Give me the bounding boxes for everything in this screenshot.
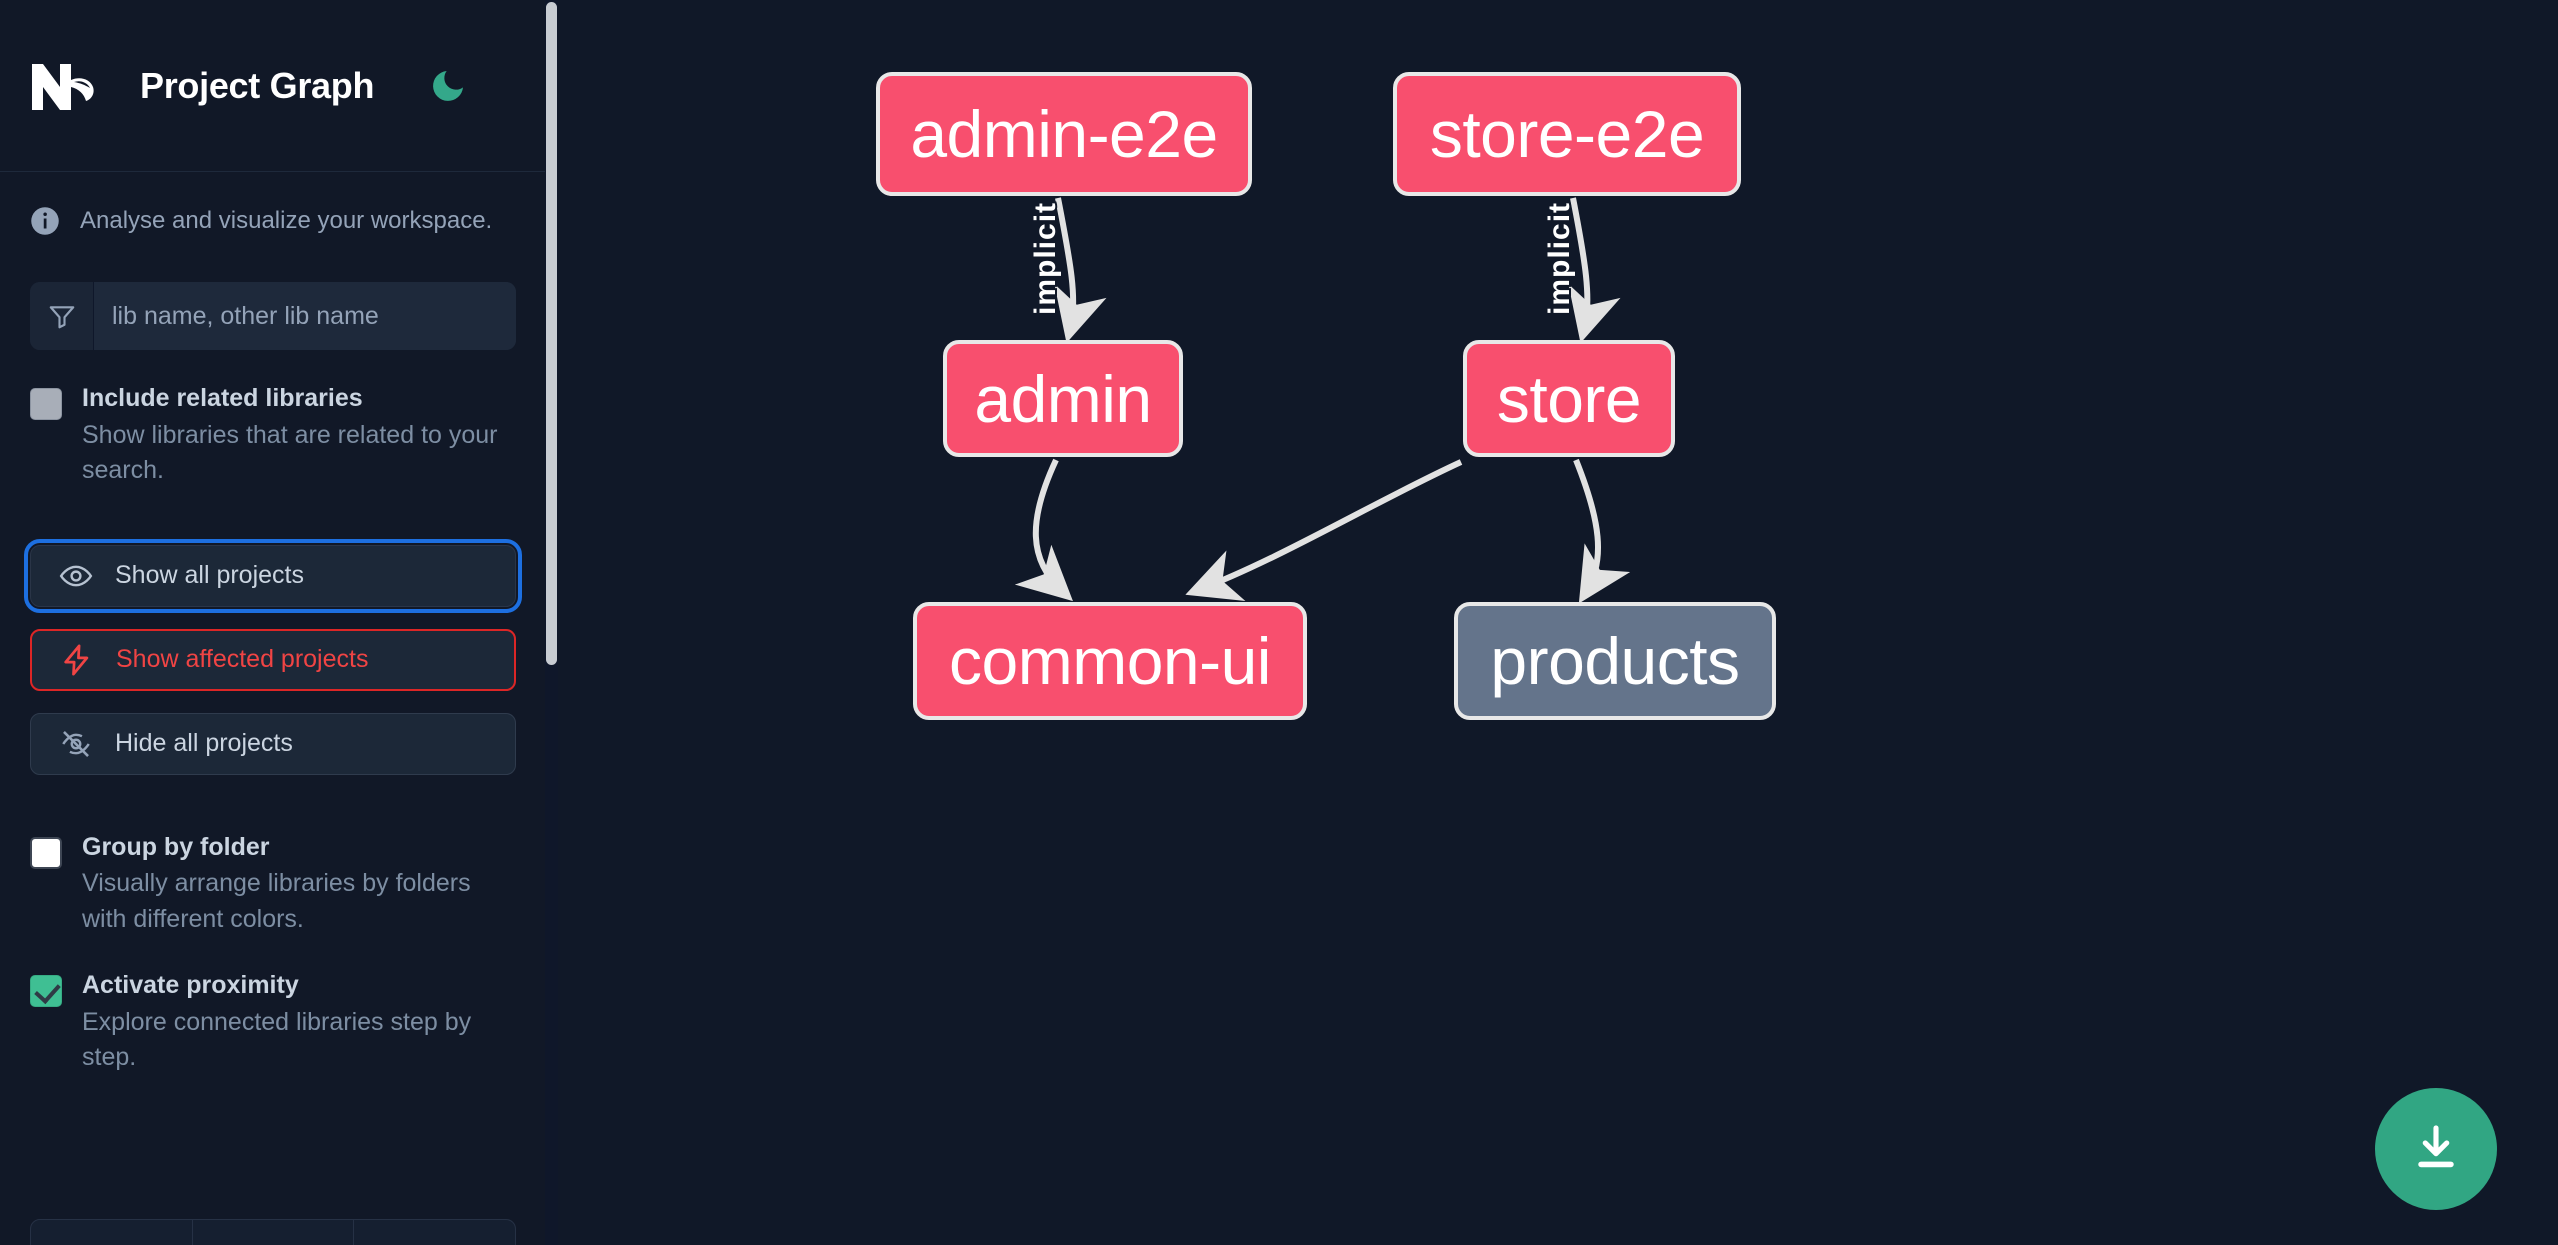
project-graph-canvas[interactable]: implicit implicit admin-e2e store-e2e ad… [558,0,2558,1245]
edge-admin-e2e-to-admin [1054,197,1107,344]
moon-icon[interactable] [428,66,468,106]
graph-node-admin[interactable]: admin [943,340,1183,457]
checkbox-description: Visually arrange libraries by folders wi… [82,869,471,933]
projects-button-group: Show all projects Show affected projects… [24,538,522,775]
checkbox-unchecked-icon[interactable] [30,836,62,869]
filter-icon-container [30,282,94,350]
graph-node-label: store-e2e [1429,97,1705,171]
checkbox-activate-proximity[interactable]: Activate proximity Explore connected lib… [0,971,546,1076]
checkbox-label: Include related libraries [82,384,363,412]
checkbox-text-block: Activate proximity Explore connected lib… [82,971,502,1076]
nx-logo-icon [32,63,94,110]
checkbox-container [30,833,62,938]
checkbox-indeterminate-icon[interactable] [30,388,62,420]
checkbox-group-by-folder[interactable]: Group by folder Visually arrange librari… [0,833,546,938]
checkbox-text-block: Group by folder Visually arrange librari… [82,833,502,938]
hide-all-projects-button[interactable]: Hide all projects [30,712,516,775]
proximity-step-increase[interactable] [354,1220,515,1245]
graph-node-label: admin [974,361,1152,436]
proximity-step-value [193,1220,355,1245]
sidebar-header: Project Graph [0,0,546,172]
checkbox-label: Group by folder [82,832,270,861]
hide-all-projects-label: Hide all projects [115,729,293,757]
tagline-row: Analyse and visualize your workspace. [0,172,546,236]
filter-funnel-icon [49,306,74,329]
edge-store-e2e-to-store [1568,197,1621,344]
show-affected-projects-button[interactable]: Show affected projects [30,628,516,691]
checkbox-description: Explore connected libraries step by step… [82,1007,472,1072]
graph-node-label: common-ui [949,624,1271,698]
edge-admin-to-common-ui [1014,458,1073,602]
sidebar-scrollbar-thumb[interactable] [546,2,557,665]
search-input[interactable] [94,282,516,350]
checkbox-container [30,384,62,489]
proximity-step-controls[interactable] [30,1219,516,1245]
page-title: Project Graph [140,64,375,106]
show-affected-projects-label: Show affected projects [116,645,369,673]
tagline-text: Analyse and visualize your workspace. [80,207,493,234]
checkbox-checked-icon[interactable] [30,975,62,1007]
filter-search-box[interactable] [30,282,516,350]
edge-store-to-products [1573,458,1631,604]
eye-icon [59,565,93,586]
eye-off-icon [62,730,90,757]
download-icon [2418,1125,2454,1168]
sidebar-scrollbar[interactable] [545,0,558,1245]
edge-store-to-common-ui [1185,459,1463,602]
graph-node-products[interactable]: products [1454,602,1776,720]
graph-node-admin-e2e[interactable]: admin-e2e [876,72,1252,196]
graph-node-label: store [1496,361,1642,436]
sidebar-content: Project Graph Analyse and visualize your… [0,0,546,1245]
show-all-projects-button[interactable]: Show all projects [24,538,522,613]
graph-node-common-ui[interactable]: common-ui [913,602,1307,720]
sidebar: Project Graph Analyse and visualize your… [0,0,558,1245]
checkbox-label: Activate proximity [82,971,299,999]
edge-label-implicit-store: implicit [1543,202,1576,315]
show-all-projects-label: Show all projects [115,561,304,589]
lightning-bolt-icon [64,643,89,676]
info-icon [31,207,59,235]
checkbox-text-block: Include related libraries Show libraries… [82,384,502,489]
edge-label-implicit-admin: implicit [1029,202,1062,315]
checkbox-include-related-libraries[interactable]: Include related libraries Show libraries… [0,384,546,489]
graph-edges-layer: implicit implicit [1014,197,1631,604]
download-image-button[interactable] [2375,1088,2497,1210]
graph-node-label: admin-e2e [910,97,1218,171]
checkbox-container [30,971,62,1076]
proximity-step-decrease[interactable] [31,1220,193,1245]
graph-node-store[interactable]: store [1463,340,1675,457]
graph-node-label: products [1490,624,1740,698]
checkbox-description: Show libraries that are related to your … [82,420,498,485]
graph-node-store-e2e[interactable]: store-e2e [1393,72,1741,196]
